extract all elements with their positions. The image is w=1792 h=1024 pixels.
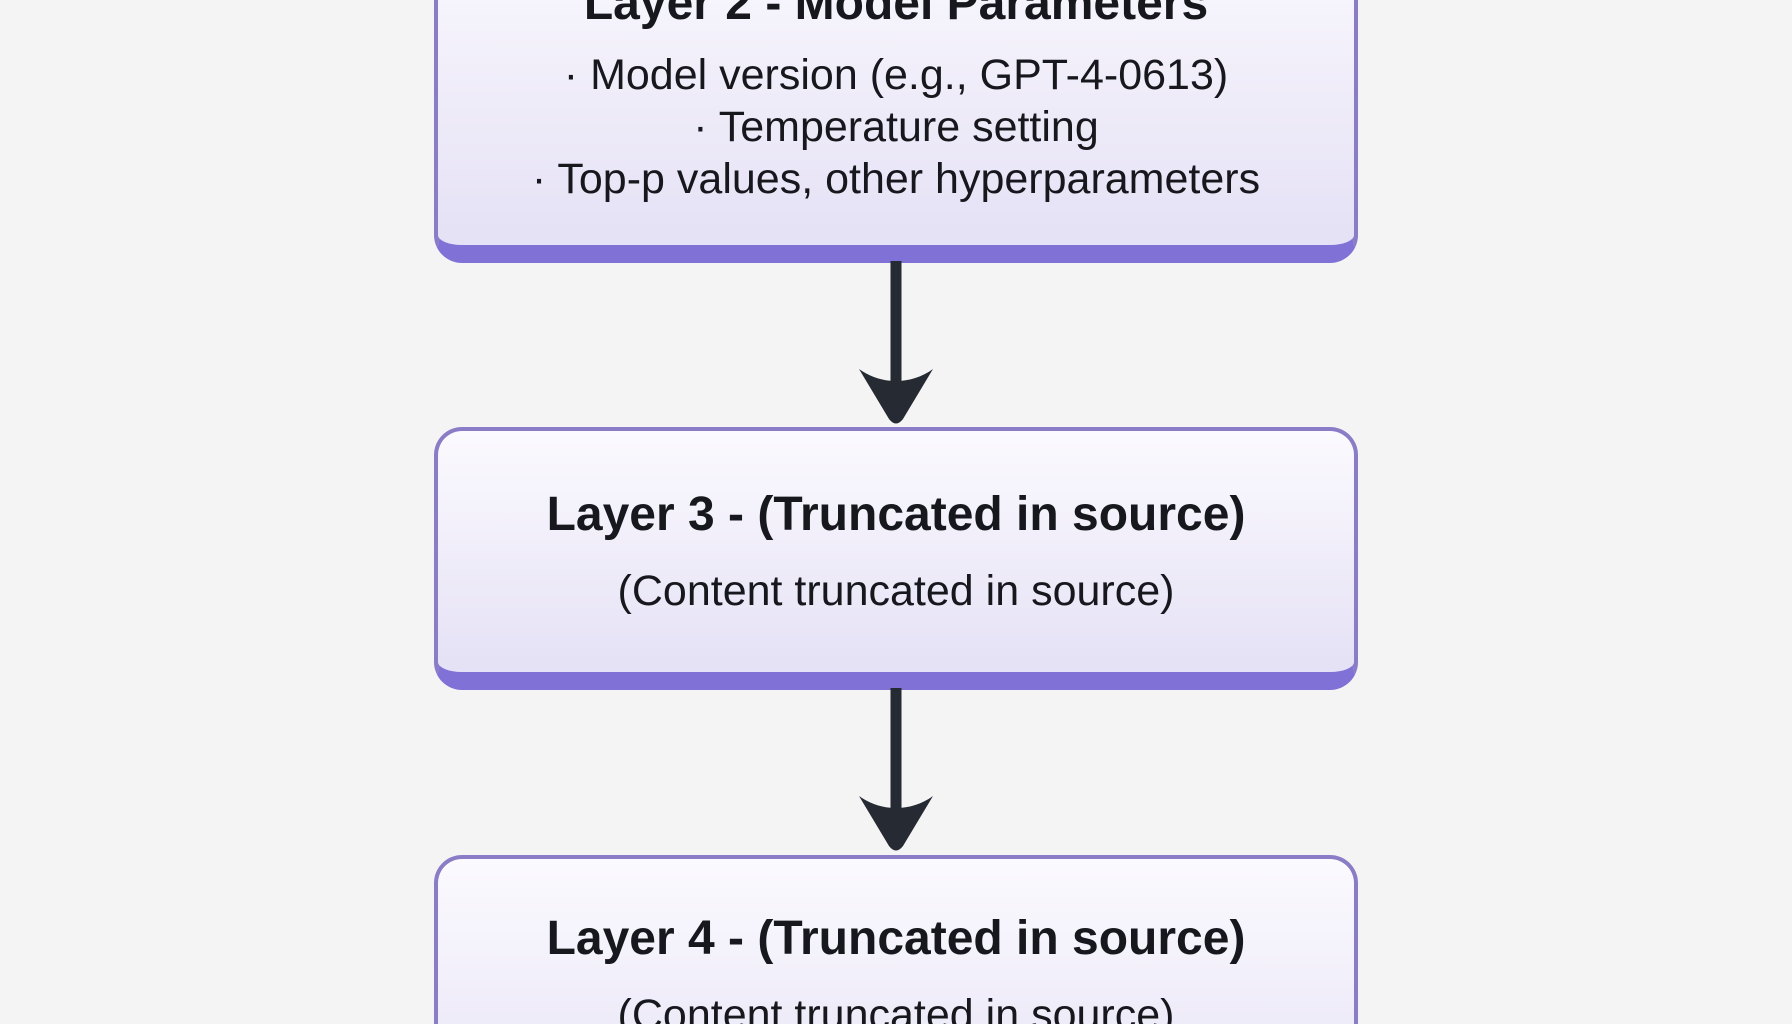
node-bullet-list: · Model version (e.g., GPT-4-0613) · Tem…	[438, 49, 1354, 205]
node-body-text: (Content truncated in source)	[617, 991, 1175, 1024]
node-title: Layer 2 - Model Parameters	[583, 0, 1209, 30]
flow-node-layer3: Layer 3 - (Truncated in source) (Content…	[434, 427, 1358, 690]
node-title: Layer 4 - (Truncated in source)	[546, 912, 1246, 965]
node-title: Layer 3 - (Truncated in source)	[546, 487, 1246, 541]
arrow-down-icon	[859, 688, 933, 851]
flow-node-layer4: Layer 4 - (Truncated in source) (Content…	[434, 855, 1358, 1024]
bullet-item: · Model version (e.g., GPT-4-0613)	[563, 51, 1229, 99]
flow-node-layer2: Layer 2 - Model Parameters · Model versi…	[434, 0, 1358, 263]
bullet-item: · Top-p values, other hyperparameters	[531, 155, 1261, 203]
arrow-down-icon	[859, 261, 933, 424]
node-body-text: (Content truncated in source)	[617, 566, 1175, 615]
bullet-item: · Temperature setting	[693, 103, 1099, 151]
